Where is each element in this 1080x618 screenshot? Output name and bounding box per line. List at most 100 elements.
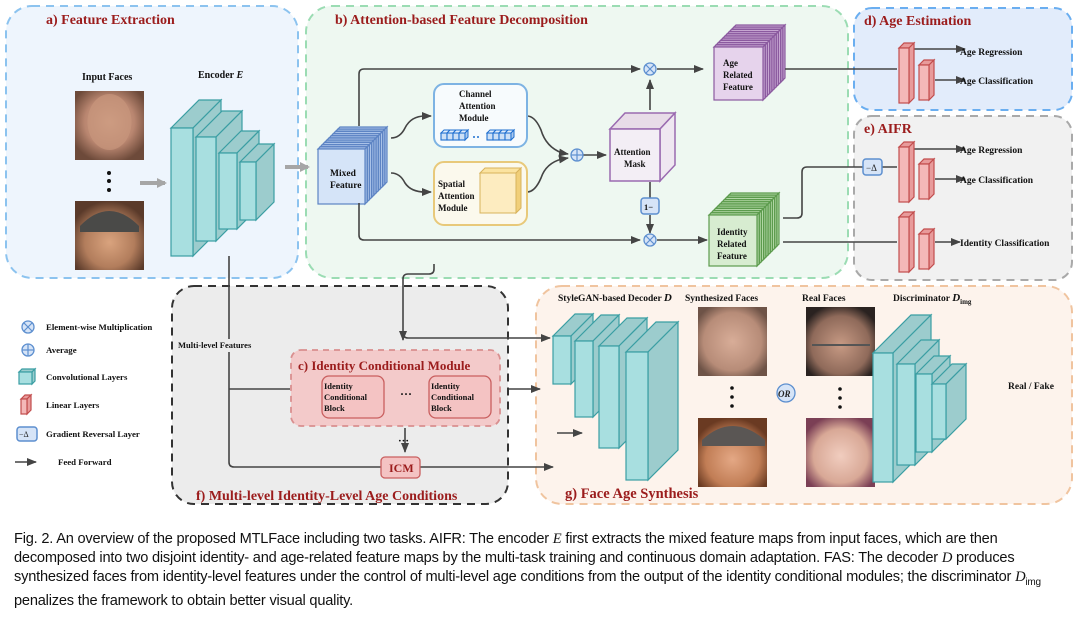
decomposition-connectors — [358, 65, 708, 244]
caption-symbol-e: E — [552, 531, 562, 547]
channel-attention-label-3: Module — [459, 113, 489, 123]
channel-cell — [486, 132, 494, 141]
linear-layer-1 — [897, 210, 916, 274]
spatial-map-icon — [478, 166, 523, 215]
or-label: OR — [778, 389, 791, 399]
synthesized-face-young — [698, 418, 767, 487]
multi-level-features-label: Multi-level Features — [178, 340, 252, 350]
gradient-reversal-icon: −Δ — [16, 426, 38, 442]
encoder-conv-stack — [169, 98, 276, 258]
icb2-label-1: Identity — [431, 381, 461, 391]
spatial-attention-label-3: Module — [438, 203, 468, 213]
mixed-feature-label-1: Mixed — [330, 169, 357, 179]
caption-symbol-d: D — [941, 550, 953, 566]
spatial-attention-label-2: Attention — [438, 191, 475, 201]
identity-related-label-2: Related — [717, 239, 747, 249]
identity-conditional-block-1 — [321, 375, 385, 419]
channel-cell — [458, 132, 466, 141]
age-related-label-1: Age — [723, 58, 738, 68]
caption-symbol-dimg: D — [1015, 569, 1026, 585]
panel-title-g: g) Face Age Synthesis — [565, 486, 699, 502]
icb1-label-2: Conditional — [324, 392, 368, 402]
icb-ellipsis: ··· — [400, 387, 412, 401]
average-icon — [21, 343, 35, 357]
d-age-regression-label: Age Regression — [960, 48, 1023, 58]
linear-layer-1 — [897, 140, 916, 204]
panel-title-a: a) Feature Extraction — [46, 13, 175, 28]
age-related-label-3: Feature — [723, 82, 753, 92]
channel-cell — [492, 132, 500, 141]
linear-layer-2 — [917, 157, 936, 201]
legend-label: Convolutional Layers — [46, 372, 128, 382]
linear-layer-icon — [19, 393, 33, 416]
channel-cell-side — [510, 128, 515, 142]
panel-title-e: e) AIFR — [864, 122, 913, 137]
encoder-layer-4 — [238, 142, 276, 222]
real-face-old — [806, 307, 875, 376]
synthesized-face-old — [698, 307, 767, 376]
head-connectors — [783, 45, 966, 246]
synth-vertical-ellipsis — [730, 386, 734, 408]
linear-layer-2 — [917, 227, 936, 271]
multiply-operator-identity — [643, 233, 657, 247]
or-badge: OR — [776, 383, 796, 403]
legend: Element-wise MultiplicationAverageConvol… — [15, 320, 152, 467]
icm-ellipsis: ··· — [398, 435, 409, 447]
multiply-stroke — [645, 235, 655, 245]
identity-feature-slice-1 — [707, 211, 761, 268]
caption-subscript-img: img — [1025, 576, 1041, 588]
age-related-label-2: Related — [723, 70, 753, 80]
panel-aifr — [853, 115, 1073, 281]
figure-caption: Fig. 2. An overview of the proposed MTLF… — [14, 530, 1070, 611]
linear-layer-1 — [897, 41, 916, 105]
mixed-feature-label-2: Feature — [330, 181, 361, 191]
average-operator — [570, 148, 584, 162]
gradient-reversal-layer: −Δ — [862, 158, 883, 176]
channel-cell — [498, 132, 506, 141]
channel-cell-side — [464, 128, 469, 142]
aifr-age-linear-layers — [897, 140, 936, 204]
identity-related-feature-stack — [707, 191, 781, 268]
legend-label: Feed Forward — [58, 457, 112, 467]
icb2-label-2: Conditional — [431, 392, 475, 402]
channel-dot — [477, 136, 479, 138]
element-wise-multiplication-icon — [21, 320, 35, 334]
caption-text-1: Fig. 2. An overview of the proposed MTLF… — [14, 531, 553, 547]
linear-layer-2 — [917, 58, 936, 102]
spatial-attention-label-1: Spatial — [438, 179, 466, 189]
caption-text-2: first extracts the mixed feature maps fr… — [14, 531, 998, 566]
mixed-feature-slice-1 — [316, 145, 369, 206]
channel-cell — [504, 132, 512, 141]
panel-title-f: f) Multi-level Identity-Level Age Condit… — [196, 489, 458, 504]
panel-title-c: c) Identity Conditional Module — [298, 358, 470, 373]
aifr-identity-linear-layers — [897, 210, 936, 274]
one-minus-label: 1− — [644, 202, 653, 212]
caption-text-4: penalizes the framework to obtain better… — [14, 592, 353, 609]
real-face-young — [806, 418, 875, 487]
discriminator-conv-stack — [871, 313, 968, 484]
decoder-layer-4 — [624, 320, 680, 482]
age-related-feature-stack — [712, 23, 787, 102]
mtlface-architecture-diagram: a) Feature Extraction b) Attention-based… — [5, 5, 1073, 505]
one-minus-operator — [640, 197, 660, 215]
legend-label: Gradient Reversal Layer — [46, 429, 140, 439]
icb1-label-3: Block — [324, 403, 345, 413]
legend-label: Average — [46, 345, 77, 355]
vertical-ellipsis — [107, 171, 111, 192]
channel-cell — [440, 132, 448, 141]
decoder-label: StyleGAN-based Decoder D — [558, 292, 672, 304]
attention-mask-cube — [608, 111, 677, 183]
channel-vector-icon — [439, 128, 516, 142]
icm-label: ICM — [389, 461, 414, 475]
d-age-classification-label: Age Classification — [960, 77, 1034, 87]
age-estimation-linear-layers — [897, 41, 936, 105]
grl-symbol: −Δ — [866, 163, 877, 173]
icb1-label-1: Identity — [324, 381, 354, 391]
real-fake-label: Real / Fake — [1008, 382, 1054, 392]
input-faces-label: Input Faces — [82, 72, 132, 83]
identity-related-label-1: Identity — [717, 227, 748, 237]
icm-block — [380, 456, 421, 479]
panel-title-d: d) Age Estimation — [864, 14, 972, 29]
input-face-old — [75, 201, 144, 270]
attention-mask-label-2: Mask — [624, 159, 646, 169]
